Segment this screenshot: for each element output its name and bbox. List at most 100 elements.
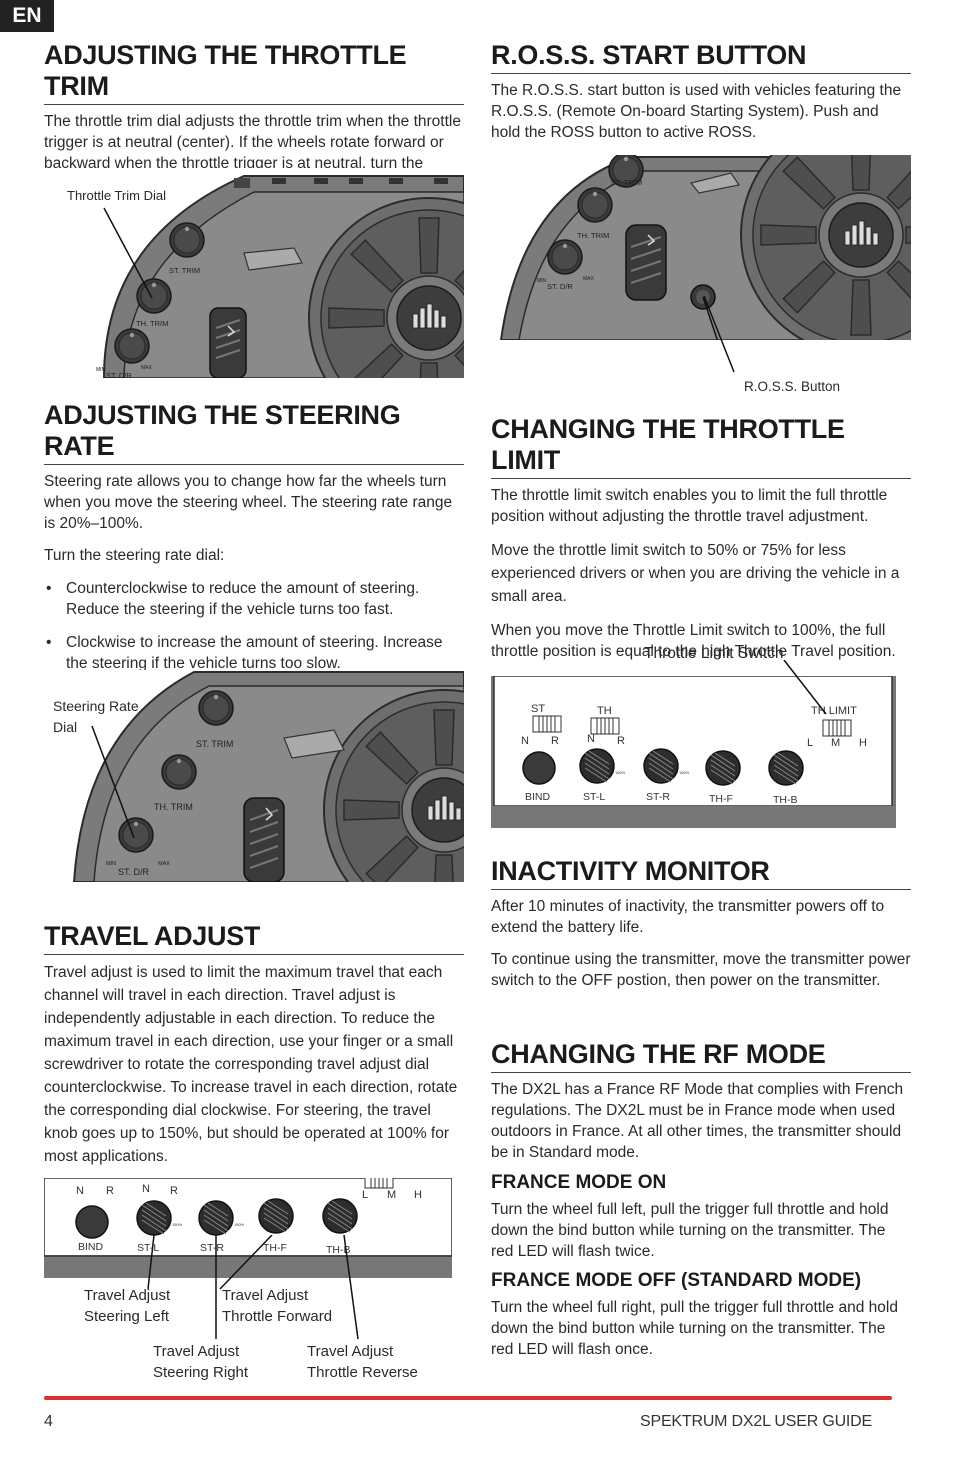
- bullet-clockwise: Clockwise to increase the amount of stee…: [44, 632, 464, 674]
- callout-throttle-forward: Travel Adjust Throttle Forward: [222, 1287, 333, 1325]
- label-h-2: H: [859, 737, 867, 749]
- heading-ross: R.O.S.S. START BUTTON: [491, 40, 911, 74]
- throttle-limit-panel-image: ST N R TH N R TH LIMIT L M H BIND 150% S…: [491, 675, 896, 828]
- callout-line: [91, 725, 135, 839]
- label-min-2: MIN: [106, 861, 116, 867]
- section-rf-mode: CHANGING THE RF MODE The DX2L has a Fran…: [491, 1039, 911, 1360]
- france-mode-off-body: Turn the wheel full right, pull the trig…: [491, 1299, 898, 1358]
- language-tab: EN: [0, 0, 54, 32]
- throttle-limit-p3: When you move the Throttle Limit switch …: [491, 622, 896, 660]
- label-r-2: R: [170, 1185, 178, 1197]
- heading-throttle-limit: CHANGING THE THROTTLE LIMIT: [491, 414, 911, 479]
- steering-rate-image: ST. TRIM TH. TRIM MIN MAX ST. D/R: [44, 670, 565, 931]
- heading-steering-rate: ADJUSTING THE STEERING RATE: [44, 400, 464, 465]
- ross-image: ST. TRIM TH. TRIM MIN MAX ST. D/R: [491, 114, 954, 376]
- label-150-4: 150%: [679, 770, 690, 775]
- callout-throttle-reverse: Travel Adjust Throttle Reverse: [307, 1343, 418, 1381]
- travel-adjust-callout-lines: [147, 1235, 359, 1340]
- steering-rate-body: Steering rate allows you to change how f…: [44, 473, 453, 532]
- label-st-r-2: ST-R: [646, 791, 670, 803]
- label-th-b-2: TH-B: [773, 794, 798, 806]
- callout-throttle-limit-switch: Throttle Limit Switch: [644, 645, 784, 662]
- inactivity-p2: To continue using the transmitter, move …: [491, 951, 911, 989]
- label-th-b: TH-B: [326, 1244, 351, 1256]
- label-min-3: MIN: [537, 278, 547, 284]
- page-number: 4: [44, 1413, 53, 1430]
- heading-inactivity: INACTIVITY MONITOR: [491, 856, 911, 890]
- label-150-3: 150%: [615, 770, 626, 775]
- footer-rule: [44, 1396, 892, 1400]
- label-st-dr-3: ST. D/R: [547, 282, 573, 291]
- label-bind: BIND: [78, 1241, 104, 1253]
- section-ross: R.O.S.S. START BUTTON The R.O.S.S. start…: [491, 40, 911, 143]
- label-th: TH: [597, 705, 612, 717]
- ross-body: The R.O.S.S. start button is used with v…: [491, 82, 902, 141]
- ross-callout-line: [703, 296, 735, 373]
- label-m-2: M: [831, 737, 840, 749]
- label-bind-2: BIND: [525, 791, 551, 803]
- label-n-4: N: [587, 733, 595, 745]
- label-150: 150%: [172, 1222, 183, 1227]
- section-steering-rate: ADJUSTING THE STEERING RATE Steering rat…: [44, 400, 464, 674]
- label-th-trim-2: TH. TRIM: [154, 802, 193, 812]
- label-st-trim-2: ST. TRIM: [196, 739, 233, 749]
- label-max-2: MAX: [158, 861, 170, 867]
- guide-title: SPEKTRUM DX2L USER GUIDE: [640, 1413, 872, 1430]
- section-inactivity: INACTIVITY MONITOR After 10 minutes of i…: [491, 856, 911, 991]
- heading-travel-adjust: TRAVEL ADJUST: [44, 921, 464, 955]
- label-r-3: R: [551, 735, 559, 747]
- throttle-limit-callout-line: [783, 660, 827, 715]
- label-h: H: [414, 1189, 422, 1201]
- label-min: MIN: [96, 367, 106, 373]
- label-st-trim-3: ST. TRIM: [611, 178, 642, 187]
- bind-button[interactable]: [75, 1205, 109, 1239]
- heading-throttle-trim: ADJUSTING THE THROTTLE TRIM: [44, 40, 464, 105]
- label-max-3: MAX: [583, 276, 595, 282]
- label-th-trim-3: TH. TRIM: [577, 231, 609, 240]
- callout-steering-right: Travel Adjust Steering Right: [153, 1343, 249, 1381]
- label-n: N: [76, 1185, 84, 1197]
- label-r: R: [106, 1185, 114, 1197]
- label-th-trim: TH. TRIM: [136, 319, 168, 328]
- label-th-f: TH-F: [263, 1242, 287, 1254]
- label-n-2: N: [142, 1183, 150, 1195]
- label-max: MAX: [141, 365, 153, 371]
- heading-france-mode-on: FRANCE MODE ON: [491, 1172, 667, 1193]
- label-th-limit: TH LIMIT: [811, 705, 857, 717]
- callout-throttle-trim-dial: Throttle Trim Dial: [67, 188, 166, 203]
- inactivity-p1: After 10 minutes of inactivity, the tran…: [491, 898, 885, 936]
- label-150-2: 150%: [234, 1222, 245, 1227]
- label-n-3: N: [521, 735, 529, 747]
- rf-mode-body: The DX2L has a France RF Mode that compl…: [491, 1081, 904, 1161]
- france-mode-on-body: Turn the wheel full left, pull the trigg…: [491, 1201, 889, 1260]
- label-st-l-2: ST-L: [583, 791, 605, 803]
- callout-steering-left: Travel Adjust Steering Left: [84, 1287, 171, 1325]
- label-st: ST: [531, 703, 545, 715]
- label-st-l: ST-L: [137, 1242, 159, 1254]
- callout-ross-button: R.O.S.S. Button: [744, 379, 841, 394]
- label-l-2: L: [807, 737, 813, 749]
- callout-steering-rate-dial: Steering Rate Dial: [53, 698, 139, 735]
- section-throttle-limit: CHANGING THE THROTTLE LIMIT The throttle…: [491, 414, 911, 662]
- section-travel-adjust: TRAVEL ADJUST Travel adjust is used to l…: [44, 921, 464, 1168]
- label-l: L: [362, 1189, 368, 1201]
- throttle-trim-image: ST. TRIM TH. TRIM MIN MAX ST. D/R: [44, 168, 550, 439]
- label-st-trim: ST. TRIM: [169, 266, 200, 275]
- label-th-f-2: TH-F: [709, 793, 733, 805]
- throttle-limit-p2: Move the throttle limit switch to 50% or…: [491, 542, 900, 605]
- heading-france-mode-off: FRANCE MODE OFF (STANDARD MODE): [491, 1270, 862, 1291]
- label-st-r: ST-R: [200, 1242, 224, 1254]
- throttle-limit-switch[interactable]: [822, 719, 852, 737]
- label-st-dr-2: ST. D/R: [118, 867, 150, 877]
- bullet-counterclockwise: Counterclockwise to reduce the amount of…: [44, 578, 464, 620]
- label-r-4: R: [617, 735, 625, 747]
- travel-adjust-body: Travel adjust is used to limit the maxim…: [44, 964, 458, 1165]
- callout-line: [103, 207, 153, 299]
- travel-adjust-panel-image: N R N R L M H BIND 150% ST-L 150% ST-R T…: [43, 1171, 453, 1280]
- steering-rate-intro: Turn the steering rate dial:: [44, 547, 225, 564]
- heading-rf-mode: CHANGING THE RF MODE: [491, 1039, 911, 1073]
- throttle-limit-p1: The throttle limit switch enables you to…: [491, 487, 888, 525]
- label-st-dr: ST. D/R: [106, 371, 132, 378]
- label-m: M: [387, 1189, 396, 1201]
- bind-button-2[interactable]: [522, 751, 556, 785]
